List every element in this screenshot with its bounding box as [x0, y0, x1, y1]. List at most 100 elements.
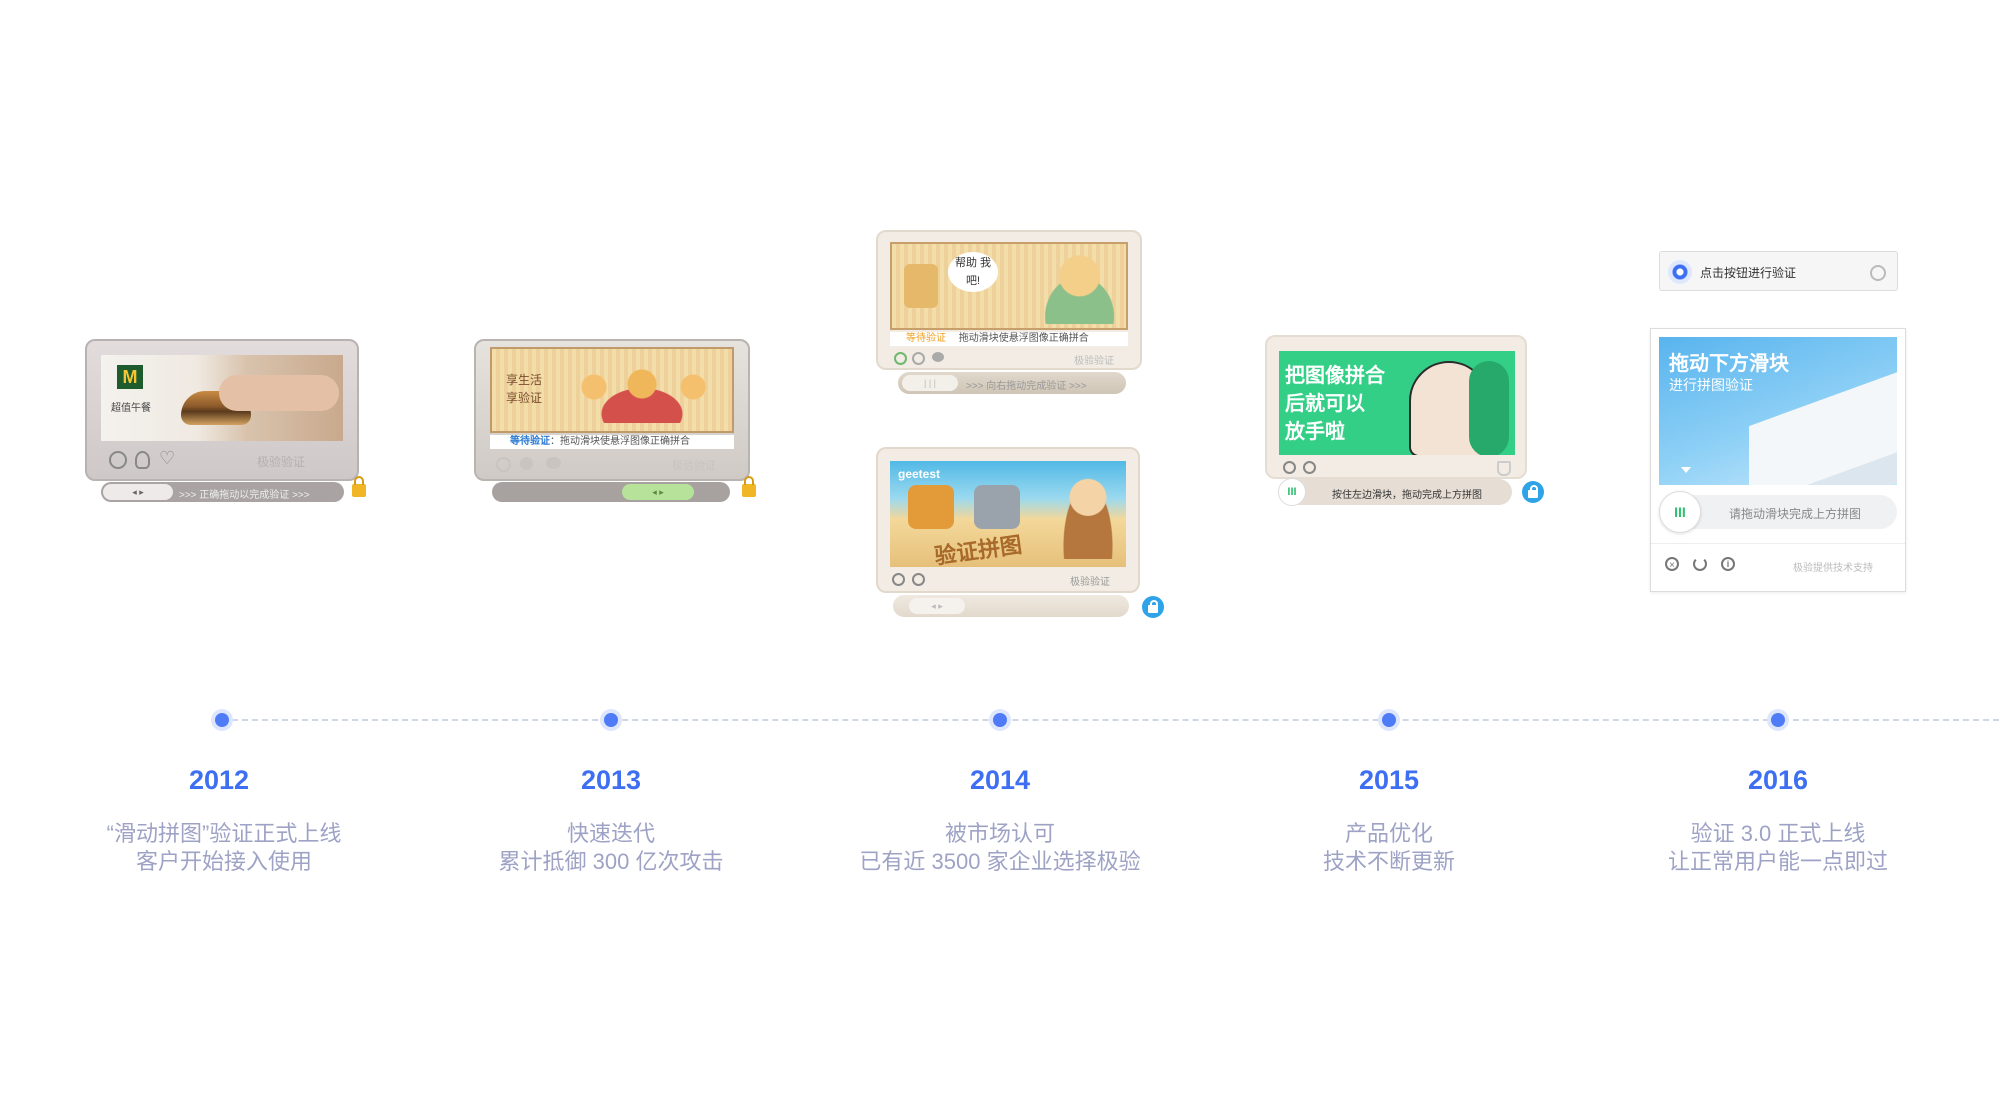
heart-icon[interactable]: ♡	[159, 448, 176, 468]
hand-image	[219, 375, 339, 411]
chat-icon[interactable]	[546, 457, 561, 469]
status-text: ：拖动滑块使悬浮图像正确拼合	[550, 436, 690, 447]
panel-subtitle: 进行拼图验证	[1669, 377, 1753, 393]
captcha-2014-a: 帮助 我吧! 等待验证 拖动滑块使悬浮图像正确拼合 极验验证	[876, 230, 1142, 370]
captcha-2012-slider[interactable]: ◂ ▸ >>> 正确拖动以完成验证 >>>	[101, 482, 344, 502]
art-text: 享生活 享验证	[506, 373, 543, 405]
art-line-3: 放手啦	[1285, 421, 1345, 443]
slider-hint: 请拖动滑块完成上方拼图	[1729, 507, 1862, 521]
desc-2012-line2: 客户开始接入使用	[135, 849, 312, 874]
slider-handle[interactable]: ◂ ▸	[909, 598, 965, 614]
info-icon[interactable]	[1303, 461, 1316, 474]
speech-bubble: 帮助 我吧!	[948, 252, 998, 292]
refresh-icon[interactable]	[894, 352, 907, 365]
desc-2012-line1: “滑动拼图”验证正式上线	[106, 821, 342, 846]
lightbulb-icon[interactable]	[135, 451, 150, 469]
captcha-2012: M 超值午餐 ♡ 极验验证	[85, 339, 359, 481]
year-2014: 2014	[969, 765, 1031, 795]
desc-2014: 被市场认可 已有近 3500 家企业选择极验	[820, 820, 1180, 876]
shield-icon	[1497, 461, 1511, 476]
timeline-dot-2012	[215, 713, 229, 727]
panel-title: 拖动下方滑块	[1669, 353, 1789, 375]
desc-2016-line2: 让正常用户能一点即过	[1667, 849, 1888, 874]
slider-hint: 按住左边滑块，拖动完成上方拼图	[1332, 490, 1482, 501]
refresh-icon[interactable]	[1693, 557, 1707, 571]
captcha-2015: 把图像拼合 后就可以 放手啦	[1265, 335, 1527, 479]
status-bar: 等待验证 拖动滑块使悬浮图像正确拼合	[890, 332, 1128, 346]
year-2012: 2012	[188, 765, 250, 795]
brand-label: 极验验证	[672, 460, 716, 472]
info-icon[interactable]: i	[1721, 557, 1735, 571]
shadow-hand-image	[1469, 361, 1509, 455]
desc-2016-line1: 验证 3.0 正式上线	[1690, 821, 1866, 846]
slider-handle[interactable]: ◂ ▸	[622, 484, 694, 500]
puzzle-piece-image	[904, 264, 938, 308]
year-2015: 2015	[1358, 765, 1420, 795]
captcha-2014-b-image: geetest 验证拼图	[890, 461, 1126, 567]
slider-handle[interactable]: III	[1659, 491, 1701, 533]
help-icon[interactable]	[912, 352, 925, 365]
desc-2013: 快速迭代 累计抵御 300 亿次攻击	[431, 820, 791, 876]
slider-handle[interactable]: ◂ ▸	[103, 484, 173, 500]
refresh-icon[interactable]	[496, 457, 511, 472]
captcha-2014-a-slider[interactable]: | | | >>> 向右拖动完成验证 >>>	[898, 372, 1126, 394]
desc-2015-line1: 产品优化	[1344, 821, 1433, 846]
geetest-logo: geetest	[898, 467, 941, 481]
puzzle-piece-image	[908, 485, 954, 529]
arrow-down-icon	[1681, 467, 1691, 473]
desc-2013-line2: 累计抵御 300 亿次攻击	[498, 849, 724, 874]
captcha-2016-button[interactable]: 点击按钮进行验证	[1659, 251, 1898, 291]
info-icon[interactable]	[912, 573, 925, 586]
brand-label: 极验验证	[1070, 577, 1110, 588]
radar-icon	[1668, 260, 1692, 284]
captcha-2014-b-slider[interactable]: ◂ ▸	[893, 595, 1129, 617]
lock-icon	[742, 476, 756, 497]
cartoon-figures-image	[562, 363, 722, 423]
slider-hint: >>> 正确拖动以完成验证 >>>	[179, 490, 310, 501]
desc-2014-line2: 已有近 3500 家企业选择极验	[859, 849, 1141, 874]
captcha-2015-slider[interactable]: III 按住左边滑块，拖动完成上方拼图	[1278, 478, 1512, 506]
desc-2014-line1: 被市场认可	[944, 821, 1055, 846]
status-label: 等待验证	[510, 436, 550, 447]
year-2013: 2013	[580, 765, 642, 795]
art-line-2: 后就可以	[1285, 393, 1365, 415]
brand-label: 极验验证	[257, 455, 306, 469]
ad-text: 超值午餐	[111, 403, 151, 414]
desc-2015: 产品优化 技术不断更新	[1209, 820, 1569, 876]
timeline-dot-2014	[993, 713, 1007, 727]
help-icon[interactable]	[520, 457, 533, 470]
desc-2012: “滑动拼图”验证正式上线 客户开始接入使用	[44, 820, 404, 876]
captcha-2016-image: 拖动下方滑块 进行拼图验证	[1659, 337, 1897, 485]
desc-2016: 验证 3.0 正式上线 让正常用户能一点即过	[1598, 820, 1958, 876]
refresh-icon[interactable]	[892, 573, 905, 586]
captcha-2013-image: 享生活 享验证	[490, 347, 734, 433]
chat-icon[interactable]	[932, 352, 944, 362]
close-icon[interactable]: ×	[1665, 557, 1679, 571]
timeline-dot-2013	[604, 713, 618, 727]
lock-icon	[1142, 596, 1164, 618]
footer-text: 极验提供技术支持	[1793, 563, 1873, 574]
refresh-icon[interactable]	[109, 451, 127, 469]
desc-2015-line2: 技术不断更新	[1322, 849, 1455, 874]
status-label: 等待验证	[906, 333, 946, 344]
cartoon-character-image	[1058, 471, 1118, 559]
captcha-2012-image: M 超值午餐	[101, 355, 343, 441]
building-image	[1749, 367, 1897, 485]
slider-handle[interactable]: | | |	[902, 375, 958, 391]
geetest-logo-icon	[1870, 265, 1886, 281]
art-text: 验证拼图	[932, 531, 1024, 567]
brand-label: 极验验证	[1074, 356, 1114, 367]
lock-icon	[1522, 481, 1544, 503]
captcha-2016-slider[interactable]: III 请拖动滑块完成上方拼图	[1659, 491, 1897, 533]
captcha-2014-a-image: 帮助 我吧!	[890, 242, 1128, 330]
timeline-line	[222, 719, 1999, 721]
desc-2013-line1: 快速迭代	[566, 821, 655, 846]
status-bar: 等待验证：拖动滑块使悬浮图像正确拼合	[490, 435, 734, 449]
year-2016: 2016	[1747, 765, 1809, 795]
refresh-icon[interactable]	[1283, 461, 1296, 474]
puzzle-slot-image	[974, 485, 1020, 529]
captcha-2013-slider[interactable]: ◂ ▸	[492, 482, 730, 502]
captcha-2014-b: geetest 验证拼图 极验验证	[876, 447, 1140, 593]
cartoon-character-image	[1022, 250, 1118, 324]
slider-handle[interactable]: III	[1278, 478, 1306, 506]
